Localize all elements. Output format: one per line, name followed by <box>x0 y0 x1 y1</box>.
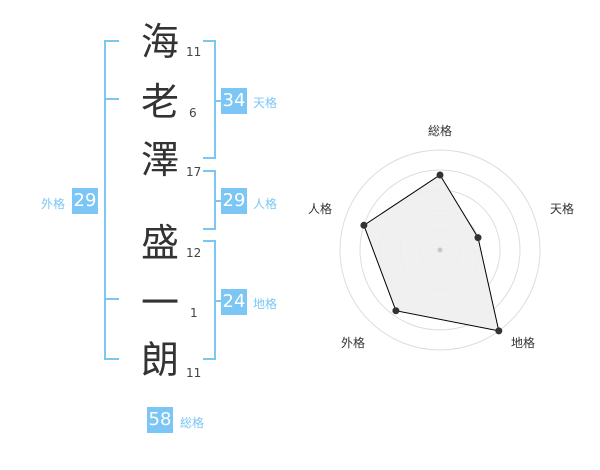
radar-points <box>360 171 503 335</box>
radar-point-soukaku <box>436 171 444 179</box>
stroke-count-1: 11 <box>186 45 202 59</box>
name-char-5: 一 <box>140 281 179 325</box>
radar-label-tenkaku: 天格 <box>550 202 575 216</box>
name-char-6: 朗 <box>140 338 179 382</box>
gaikaku-bracket <box>104 40 119 360</box>
tenkaku-label: 天格 <box>253 96 278 110</box>
soukaku-label: 総格 <box>180 416 205 430</box>
name-char-1: 海 <box>140 20 179 64</box>
radar-point-gaikaku <box>392 307 400 315</box>
chikaku-label: 地格 <box>253 297 278 311</box>
radar-point-tenkaku <box>474 234 482 242</box>
jinkaku-label: 人格 <box>253 197 278 211</box>
name-char-3: 澤 <box>140 138 179 182</box>
gaikaku-label: 外格 <box>41 197 66 211</box>
radar-center-dot <box>437 247 443 253</box>
gaikaku-value: 29 <box>72 188 98 214</box>
stroke-count-5: 1 <box>190 306 198 320</box>
jinkaku-value: 29 <box>221 188 247 214</box>
radar-label-soukaku: 総格 <box>428 124 453 138</box>
name-char-2: 老 <box>140 80 179 124</box>
stroke-count-4: 12 <box>186 246 202 260</box>
radar-point-jinkaku <box>360 221 368 229</box>
radar-label-jinkaku: 人格 <box>308 202 333 216</box>
radar-label-gaikaku: 外格 <box>341 336 366 350</box>
radar-grid-ring-4 <box>359 169 521 331</box>
radar-grid-ring-5 <box>339 149 541 351</box>
tenkaku-value: 34 <box>221 88 247 114</box>
radar-shape <box>363 174 500 332</box>
tenkaku-bracket <box>203 40 216 159</box>
stroke-count-3: 17 <box>186 165 202 179</box>
radar-label-chikaku: 地格 <box>511 336 536 350</box>
stroke-count-6: 11 <box>186 366 202 380</box>
soukaku-value: 58 <box>147 407 173 433</box>
chikaku-value: 24 <box>221 289 247 315</box>
stroke-count-2: 6 <box>189 106 197 120</box>
name-char-4: 盛 <box>140 221 179 265</box>
radar-point-chikaku <box>495 327 503 335</box>
